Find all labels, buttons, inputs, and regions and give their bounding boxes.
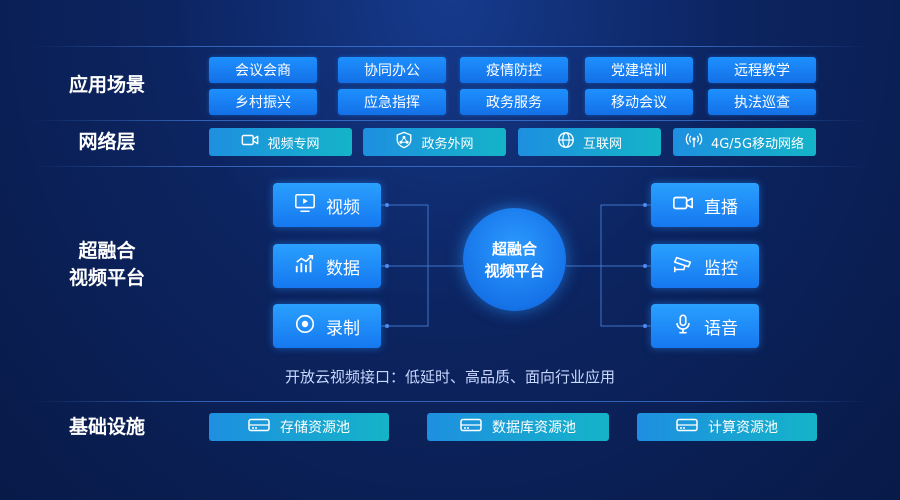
network-gov-extranet[interactable]: 政务外网: [363, 128, 506, 156]
video-camera-icon: [672, 192, 694, 219]
record-icon: [294, 313, 316, 340]
infra-item-label: 存储资源池: [280, 420, 350, 436]
platform-center-line1: 超融合: [491, 239, 537, 258]
network-row-label: 网络层: [78, 131, 136, 153]
app-item-party-training[interactable]: 党建培训: [585, 57, 693, 83]
platform-data-box[interactable]: 数据: [273, 244, 381, 288]
platform-center-node[interactable]: 超融合 视频平台: [463, 208, 566, 311]
platform-monitor-label: 监控: [704, 258, 738, 279]
infrastructure-row-label: 基础设施: [68, 416, 145, 438]
app-item-emergency[interactable]: 应急指挥: [338, 89, 446, 115]
platform-live-label: 直播: [704, 197, 738, 218]
infra-item-label: 数据库资源池: [492, 420, 576, 436]
server-icon: [248, 418, 270, 436]
network-item-label: 政务外网: [421, 136, 474, 152]
network-video-private[interactable]: 视频专网: [209, 128, 352, 156]
server-icon: [460, 418, 482, 436]
wireless-signal-icon: [685, 131, 703, 153]
platform-slogan: 开放云视频接口：低延时、高品质、面向行业应用: [284, 368, 615, 386]
platform-live-box[interactable]: 直播: [651, 183, 759, 227]
network-item-label: 互联网: [582, 136, 622, 152]
app-item-remote-teaching[interactable]: 远程教学: [708, 57, 816, 83]
play-screen-icon: [294, 192, 316, 219]
infra-storage-pool[interactable]: 存储资源池: [209, 413, 389, 441]
app-item-mobile-meeting[interactable]: 移动会议: [585, 89, 693, 115]
platform-record-label: 录制: [326, 318, 360, 339]
chart-trend-icon: [294, 253, 316, 280]
divider-platform-infra: [30, 401, 870, 402]
platform-voice-label: 语音: [704, 318, 738, 339]
cctv-icon: [672, 253, 694, 280]
divider-app-network: [30, 120, 870, 121]
platform-label-line1: 超融合: [78, 240, 136, 262]
infra-item-label: 计算资源池: [708, 420, 778, 436]
platform-row-label: 超融合 视频平台: [52, 238, 162, 292]
infra-database-pool[interactable]: 数据库资源池: [427, 413, 609, 441]
platform-video-box[interactable]: 视频: [273, 183, 381, 227]
app-item-collaboration[interactable]: 协同办公: [338, 57, 446, 83]
app-item-meeting[interactable]: 会议会商: [209, 57, 317, 83]
application-row-label: 应用场景: [68, 74, 145, 96]
infra-compute-pool[interactable]: 计算资源池: [637, 413, 817, 441]
network-item-label: 视频专网: [267, 136, 320, 152]
server-icon: [676, 418, 698, 436]
network-mobile[interactable]: 4G/5G移动网络: [673, 128, 816, 156]
shield-network-icon: [395, 131, 413, 153]
microphone-icon: [672, 313, 694, 340]
app-item-epidemic[interactable]: 疫情防控: [460, 57, 568, 83]
platform-data-label: 数据: [326, 258, 360, 279]
platform-label-line2: 视频平台: [68, 267, 145, 289]
platform-center-line2: 视频平台: [484, 261, 545, 280]
app-item-law-enforcement[interactable]: 执法巡查: [708, 89, 816, 115]
divider-network-platform: [30, 166, 870, 167]
network-internet[interactable]: 互联网: [518, 128, 661, 156]
app-item-rural[interactable]: 乡村振兴: [209, 89, 317, 115]
platform-video-label: 视频: [326, 197, 360, 218]
platform-voice-box[interactable]: 语音: [651, 304, 759, 348]
platform-monitor-box[interactable]: 监控: [651, 244, 759, 288]
network-item-label: 4G/5G移动网络: [710, 136, 805, 152]
platform-record-box[interactable]: 录制: [273, 304, 381, 348]
globe-icon: [557, 131, 575, 153]
divider-top: [30, 46, 870, 47]
camera-icon: [241, 131, 259, 153]
app-item-government[interactable]: 政务服务: [460, 89, 568, 115]
